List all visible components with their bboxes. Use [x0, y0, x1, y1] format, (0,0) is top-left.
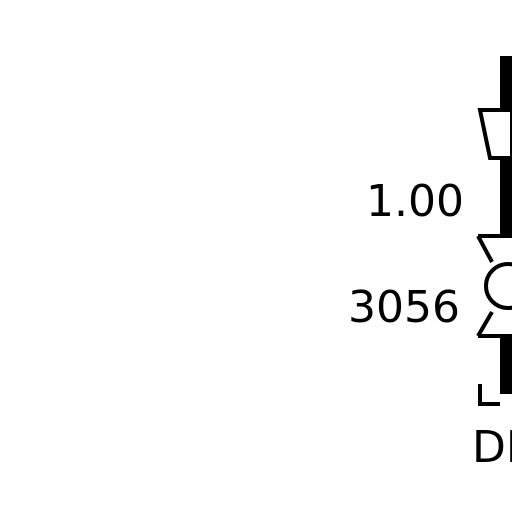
line-segment-middle — [500, 158, 512, 234]
fitting-circle — [484, 262, 512, 310]
upper-value-label: 1.00 — [366, 176, 464, 227]
bracket-marker — [478, 384, 500, 406]
lower-value-label: 3056 — [348, 282, 460, 333]
edge-label: DI — [472, 422, 512, 473]
upper-flared-fitting — [477, 108, 512, 160]
lower-fitting-left-lower-edge — [476, 310, 494, 338]
line-segment-bottom — [500, 338, 512, 394]
line-segment-top — [500, 56, 512, 110]
lower-fitting-left-upper-edge — [476, 235, 494, 263]
